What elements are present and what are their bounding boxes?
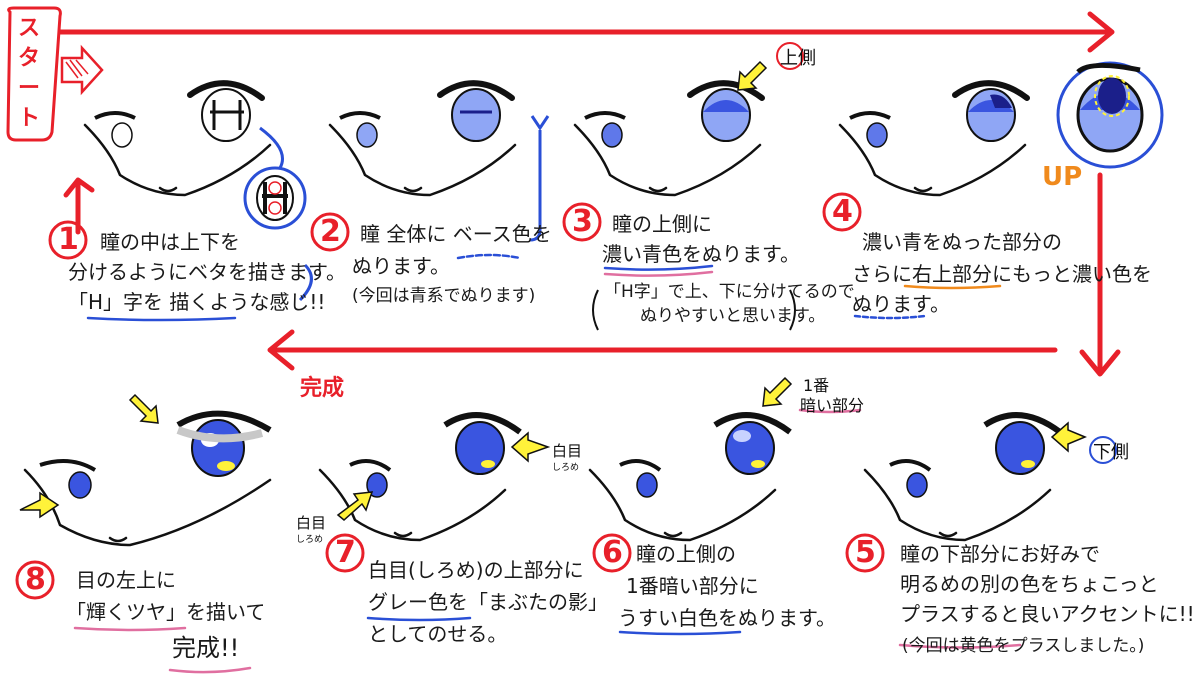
step1-number: 1 [58, 222, 79, 257]
step3-number: 3 [572, 204, 593, 239]
step-number-circles [15, 192, 885, 600]
step7-line3: としてのせる。 [368, 622, 508, 646]
step7-line2: グレー色を「まぶたの影」 [368, 590, 608, 614]
start-arrow-icon [60, 44, 104, 96]
step8-line2: 「輝くツヤ」を描いて [66, 600, 266, 624]
shirome-label-right: 白目 [552, 442, 583, 460]
eye-step2 [339, 80, 515, 148]
step5-number: 5 [855, 535, 876, 570]
step3-line1: 瞳の上側に [612, 212, 712, 236]
step5-line4: (今回は黄色をプラスしました。) [902, 636, 1145, 656]
up-label: UP [1042, 162, 1083, 192]
eye-step6 [619, 412, 792, 498]
step1-line1: 瞳の中は上下を [100, 230, 240, 254]
step6-number: 6 [602, 535, 623, 570]
arrow-top-step3 [737, 60, 768, 91]
step4-line3: ぬります。 [852, 292, 950, 316]
shirome-reading-left: しろめ [296, 535, 324, 545]
step4-number: 4 [832, 194, 853, 229]
step3-line2: 濃い青色をぬります。 [602, 242, 800, 266]
eye-step1 [94, 80, 265, 148]
step2-blue-arrow [529, 115, 550, 242]
face-lines [23, 123, 1052, 547]
arrow-left-step8 [19, 491, 60, 519]
step2-line1: 瞳 全体に ベース色を [360, 222, 552, 246]
step7-line1: 白目(しろめ)の上部分に [368, 558, 584, 582]
arrow-step6 [762, 376, 793, 407]
step4-line1: 濃い青をぬった部分の [862, 230, 1062, 254]
middle-flow-arrow [267, 329, 1058, 371]
arrow-step7-left [336, 491, 374, 521]
top-flow-arrow [57, 11, 1115, 53]
step6-line2: 1番暗い部分に [626, 574, 759, 598]
step7-number: 7 [335, 535, 356, 570]
step6-line1: 瞳の上側の [636, 542, 736, 566]
highlight-underlines [73, 253, 1022, 674]
zoom-bubble-step4 [1056, 61, 1164, 169]
arrow-step5 [1050, 421, 1087, 453]
eye-step7 [349, 412, 522, 498]
step5-line2: 明るめの別の色をちょこっと [900, 572, 1159, 596]
complete-label: 完成 [300, 376, 345, 401]
shirome-label-left: 白目 [296, 514, 327, 532]
darkest-label-2: 暗い部分 [800, 396, 865, 415]
step3-line4: ぬりやすいと思います。 [640, 306, 826, 326]
step3-line3: 「H字」で上、下に分けてるので [604, 282, 855, 302]
step3-bracket [592, 289, 796, 331]
arrow-step7-right [510, 431, 551, 463]
step2-line2: ぬります。 [352, 254, 450, 278]
step1-line3: 「H」字を 描くような感じ!! [68, 290, 326, 314]
eye-step8 [39, 410, 272, 499]
side-top-circle [776, 42, 804, 70]
zoom-bubble-step1 [243, 126, 313, 302]
flow-arrows [57, 11, 1121, 377]
eye-step4 [849, 80, 1030, 148]
yellow-arrows [19, 60, 1087, 521]
step5-line1: 瞳の下部分にお好みで [900, 542, 1100, 566]
side-bottom-label: 下側 [1093, 442, 1129, 463]
eye-step5 [889, 412, 1062, 498]
side-bottom-circle [1089, 436, 1117, 464]
start-badge [6, 6, 104, 142]
step2-number: 2 [320, 214, 341, 249]
step4-line2: さらに右上部分にもっと濃い色を [852, 262, 1152, 286]
step6-line3: うすい白色をぬります。 [618, 606, 836, 630]
shirome-reading-right: しろめ [552, 463, 580, 473]
darkest-label-1: 1番 [803, 376, 830, 395]
step2-line3: (今回は青系でぬります) [352, 286, 536, 306]
step5-line3: プラスすると良いアクセントに!! [900, 602, 1195, 626]
start-label: スタート [18, 16, 41, 131]
step1-line2: 分けるようにベタを描きます。 [68, 260, 346, 284]
step8-number: 8 [25, 562, 46, 597]
right-down-arrow [1079, 172, 1121, 377]
step8-line3: 完成!! [172, 634, 240, 662]
step8-line1: 目の左上に [76, 568, 176, 592]
arrow-top-step8 [128, 393, 159, 424]
side-top-label: 上側 [780, 48, 816, 69]
eye-step3 [584, 80, 765, 148]
